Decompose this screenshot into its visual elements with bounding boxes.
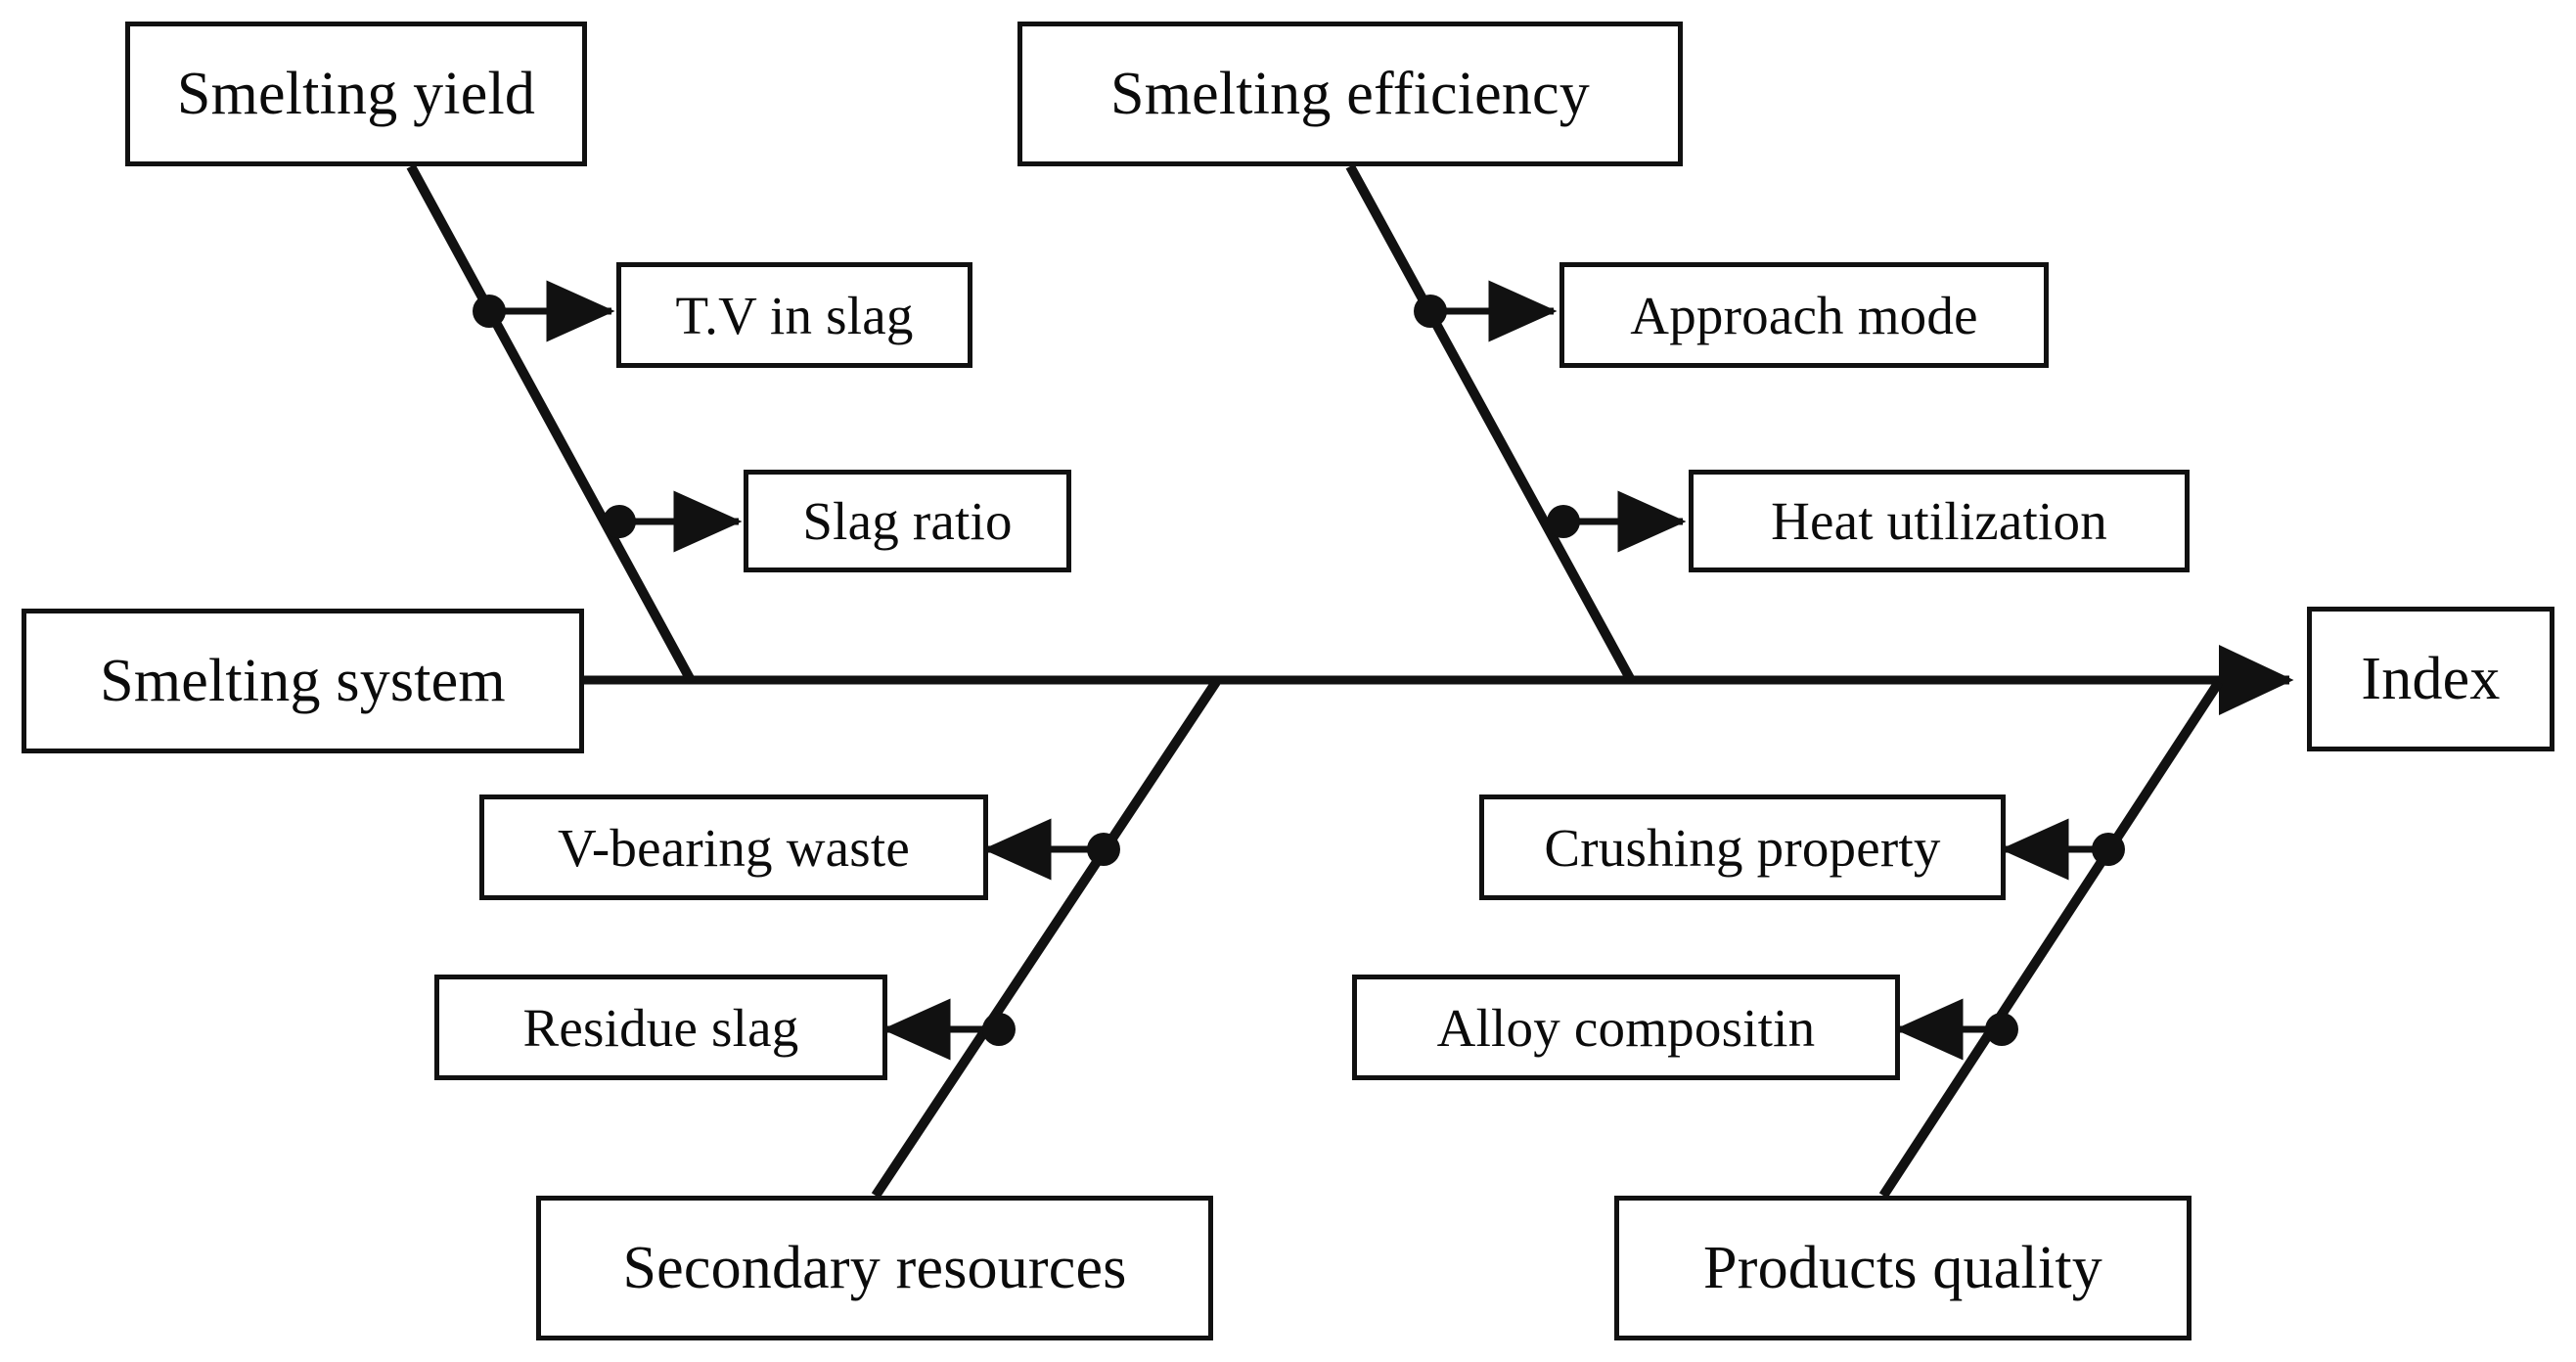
cause-box-residue-slag[interactable]: Residue slag (434, 975, 887, 1080)
cause-box-slag-ratio[interactable]: Slag ratio (744, 470, 1071, 572)
branch-alloy-compositin (1894, 998, 2018, 1061)
branch-heat-utilization (1547, 490, 1687, 553)
cause-label-approach-mode: Approach mode (1630, 285, 1978, 345)
cause-box-v-bearing-waste[interactable]: V-bearing waste (479, 794, 988, 900)
spine-box-smelting-system[interactable]: Smelting system (22, 609, 584, 753)
branch-residue-slag (881, 998, 1016, 1061)
cause-label-v-bearing-waste: V-bearing waste (558, 817, 910, 878)
category-box-smelting-efficiency[interactable]: Smelting efficiency (1017, 22, 1683, 166)
branch-crushing-property (2000, 818, 2125, 881)
cause-label-alloy-compositin: Alloy compositin (1436, 997, 1816, 1058)
branch-v-bearing-waste (982, 818, 1120, 881)
branch-approach-mode (1414, 280, 1558, 342)
cause-box-crushing-property[interactable]: Crushing property (1479, 794, 2006, 900)
branch-tv-in-slag (473, 280, 615, 342)
cause-label-heat-utilization: Heat utilization (1771, 491, 2107, 551)
spine-label-smelting-system: Smelting system (100, 648, 506, 714)
bone-smelting-yield (406, 163, 697, 685)
category-box-secondary-resources[interactable]: Secondary resources (536, 1196, 1213, 1340)
cause-box-approach-mode[interactable]: Approach mode (1559, 262, 2049, 368)
category-box-smelting-yield[interactable]: Smelting yield (125, 22, 587, 166)
bone-secondary-resources (871, 679, 1221, 1199)
bone-smelting-efficiency (1345, 163, 1637, 685)
cause-label-tv-in-slag: T.V in slag (675, 285, 914, 345)
cause-box-alloy-compositin[interactable]: Alloy compositin (1352, 975, 1900, 1080)
category-label-products-quality: Products quality (1703, 1235, 2102, 1301)
category-box-products-quality[interactable]: Products quality (1614, 1196, 2192, 1340)
cause-label-slag-ratio: Slag ratio (802, 491, 1013, 551)
cause-label-crushing-property: Crushing property (1544, 817, 1941, 878)
category-label-secondary-resources: Secondary resources (622, 1235, 1127, 1301)
bone-products-quality (1878, 679, 2224, 1199)
branch-slag-ratio (603, 490, 743, 553)
category-label-smelting-yield: Smelting yield (176, 61, 536, 127)
head-box-index[interactable]: Index (2307, 607, 2554, 751)
cause-box-tv-in-slag[interactable]: T.V in slag (616, 262, 972, 368)
cause-box-heat-utilization[interactable]: Heat utilization (1689, 470, 2190, 572)
category-label-smelting-efficiency: Smelting efficiency (1110, 61, 1590, 127)
cause-label-residue-slag: Residue slag (522, 997, 799, 1058)
head-label-index: Index (2361, 646, 2501, 712)
